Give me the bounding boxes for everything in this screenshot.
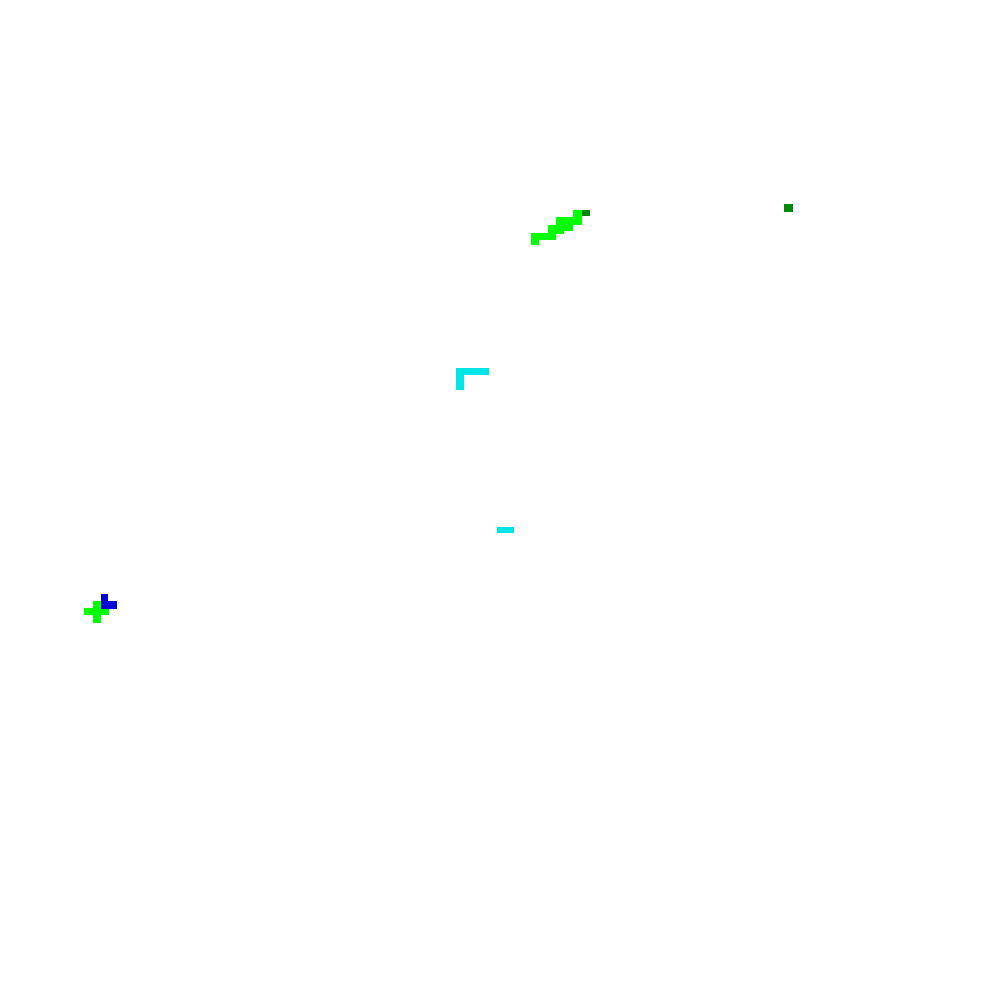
green-diagonal-cluster-cell [539, 233, 556, 240]
cyan-corner-shape [456, 368, 489, 390]
cyan-corner-shape-cell [456, 368, 464, 390]
dark-green-single-cell [784, 204, 793, 212]
blue-l-shape-cell [101, 594, 108, 602]
green-diagonal-cluster-cell [531, 233, 539, 245]
dark-green-tip-cell [582, 210, 590, 216]
green-diagonal-cluster-cell [573, 210, 582, 225]
cyan-corner-shape-cell [456, 368, 489, 375]
green-diagonal-cluster-cell [556, 217, 573, 231]
cyan-bar [497, 527, 514, 533]
green-cross-shape-cell [93, 601, 101, 623]
blue-l-shape-cell [101, 601, 117, 609]
dark-green-single-cell-cell [784, 204, 793, 212]
green-cross-shape [84, 601, 109, 623]
blue-l-shape [101, 594, 117, 609]
dark-green-tip-cell-cell [582, 210, 590, 216]
green-diagonal-cluster [531, 210, 582, 245]
cyan-bar-cell [497, 527, 514, 533]
